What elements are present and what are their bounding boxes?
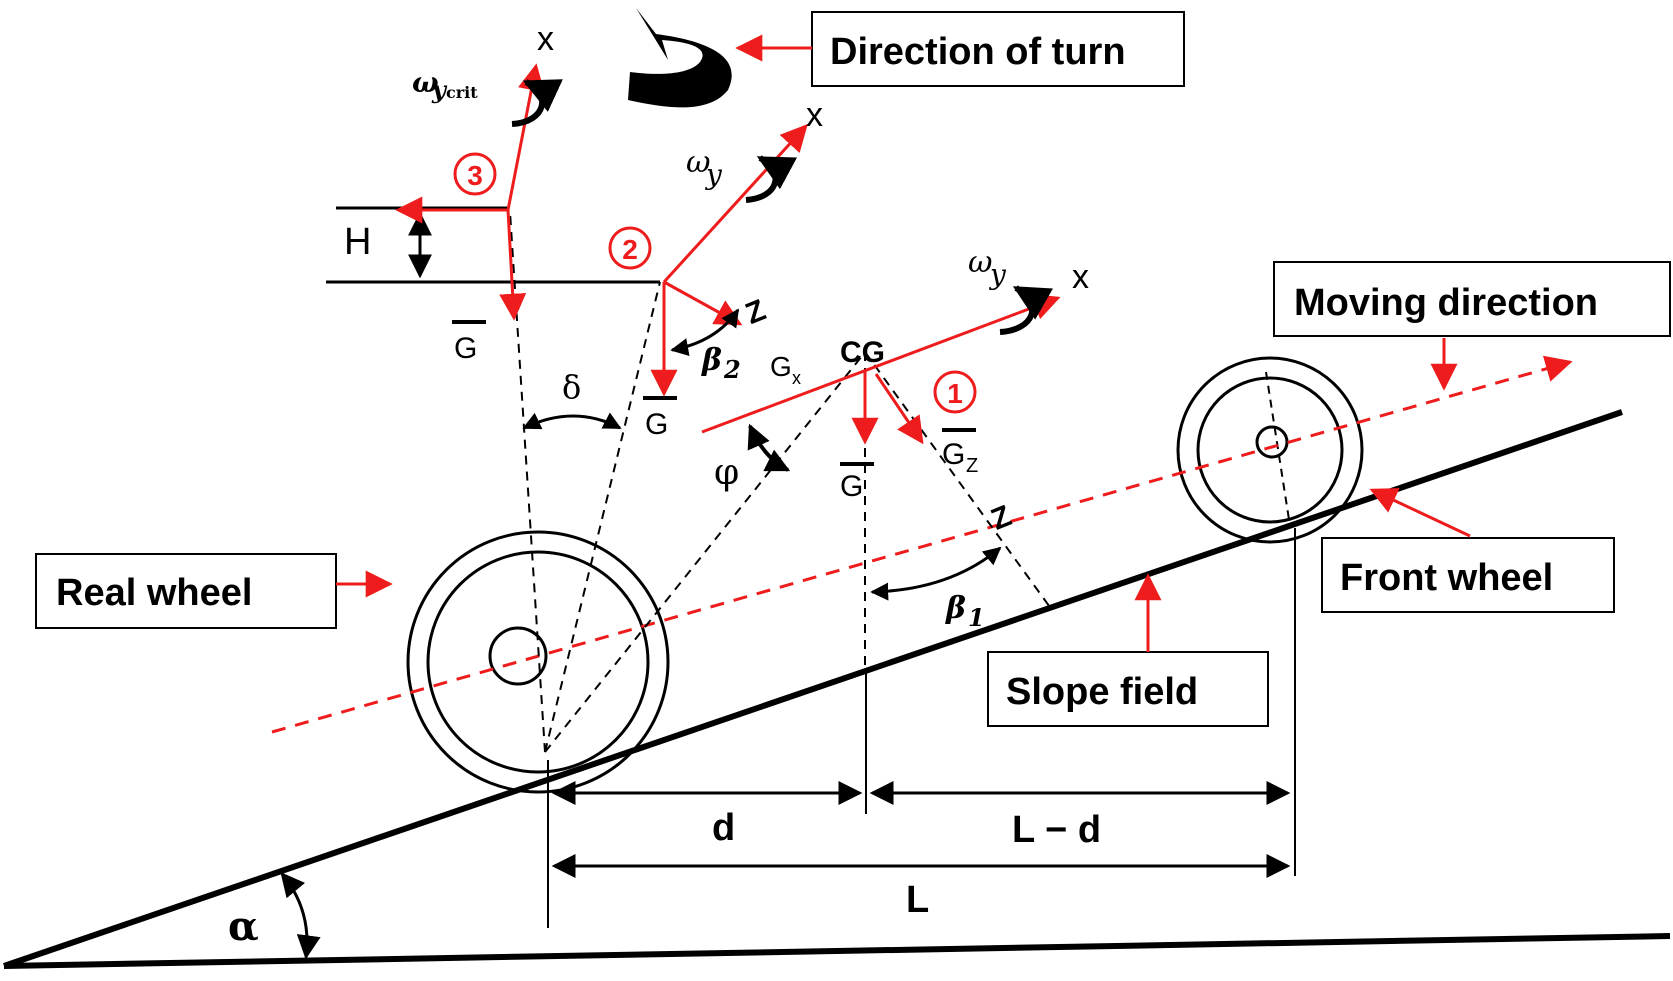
beta2-arc bbox=[670, 308, 740, 356]
alpha-arc bbox=[280, 872, 321, 960]
g-label-1: G bbox=[840, 462, 874, 503]
svg-text:1: 1 bbox=[947, 378, 963, 409]
position-1-marker: 1 bbox=[933, 370, 977, 414]
cg-label: CG bbox=[840, 336, 885, 369]
beta1-arc bbox=[870, 546, 1002, 601]
ground-line bbox=[3, 933, 1671, 969]
beta1-label: β 1 bbox=[945, 591, 985, 632]
rear-wheel bbox=[406, 530, 670, 794]
delta-label: δ bbox=[562, 368, 581, 406]
svg-text:β: β bbox=[945, 591, 966, 626]
svg-text:y: y bbox=[431, 75, 448, 104]
svg-text:2: 2 bbox=[723, 355, 741, 384]
svg-text:G: G bbox=[454, 332, 477, 365]
svg-text:2: 2 bbox=[622, 234, 638, 265]
svg-text:1: 1 bbox=[968, 603, 985, 632]
l-minus-d-label: L − d bbox=[1012, 809, 1101, 851]
omega-crit-rotation-icon bbox=[511, 79, 563, 127]
g-label-3: G bbox=[452, 320, 486, 365]
omega-y-label-2: ω y bbox=[686, 145, 723, 191]
omega-y-rotation-icon-2 bbox=[745, 155, 798, 203]
slope-line bbox=[3, 409, 1623, 969]
x-axis-label-2: x bbox=[806, 96, 823, 134]
beta2-label: β 2 bbox=[701, 343, 741, 384]
svg-text:y: y bbox=[704, 158, 723, 191]
svg-text:ω: ω bbox=[412, 66, 439, 99]
gz-label: G Z bbox=[942, 428, 978, 477]
front-wheel-box: Front wheel bbox=[1321, 537, 1615, 613]
x-axis-label-3: x bbox=[537, 20, 554, 58]
g-label-2: G bbox=[643, 396, 677, 441]
svg-text:Z: Z bbox=[966, 455, 978, 477]
svg-text:Direction of turn: Direction of turn bbox=[830, 31, 1126, 73]
position-3-marker: 3 bbox=[453, 152, 497, 196]
svg-text:β: β bbox=[701, 343, 722, 378]
phi-arc bbox=[747, 423, 791, 472]
delta-arc bbox=[522, 412, 622, 430]
position-2-marker: 2 bbox=[608, 226, 652, 270]
svg-text:G: G bbox=[840, 470, 863, 503]
svg-text:G: G bbox=[645, 408, 668, 441]
svg-text:y: y bbox=[988, 258, 1007, 291]
svg-text:Slope field: Slope field bbox=[1006, 671, 1198, 713]
z-axis-label-1: Z bbox=[987, 499, 1016, 536]
real-wheel-box: Real wheel bbox=[35, 553, 337, 629]
d-label: d bbox=[712, 807, 735, 849]
front-wheel bbox=[1176, 356, 1364, 544]
construction-lines bbox=[509, 211, 1053, 753]
svg-text:ω: ω bbox=[686, 145, 710, 180]
svg-text:3: 3 bbox=[467, 160, 483, 191]
moving-direction-box: Moving direction bbox=[1273, 261, 1671, 337]
svg-text:G: G bbox=[770, 351, 792, 382]
body-axis-1 bbox=[701, 293, 1061, 434]
svg-text:crit: crit bbox=[446, 83, 478, 102]
l-label: L bbox=[906, 879, 929, 921]
gz-arrow-1 bbox=[874, 373, 924, 445]
omega-crit-label: ω y crit bbox=[412, 66, 478, 104]
x-axis-label-1: x bbox=[1072, 258, 1089, 296]
svg-text:ω: ω bbox=[968, 245, 992, 280]
svg-text:G: G bbox=[942, 438, 965, 471]
svg-text:x: x bbox=[792, 368, 801, 388]
omega-y-rotation-icon-1 bbox=[999, 285, 1054, 335]
omega-y-label-1: ω y bbox=[968, 245, 1007, 291]
phi-label: φ bbox=[714, 452, 739, 493]
alpha-label: α bbox=[228, 903, 259, 950]
svg-text:Moving direction: Moving direction bbox=[1294, 282, 1598, 324]
turn-direction-icon bbox=[628, 8, 732, 108]
gx-label: G x bbox=[770, 351, 801, 388]
z-axis-label-2: Z bbox=[741, 294, 770, 331]
svg-text:Real wheel: Real wheel bbox=[56, 572, 252, 614]
direction-of-turn-box: Direction of turn bbox=[811, 11, 1185, 87]
slope-field-box: Slope field bbox=[987, 651, 1269, 727]
svg-text:Front wheel: Front wheel bbox=[1340, 557, 1553, 599]
front-wheel-pointer bbox=[1369, 488, 1471, 538]
h-label: H bbox=[344, 221, 371, 263]
